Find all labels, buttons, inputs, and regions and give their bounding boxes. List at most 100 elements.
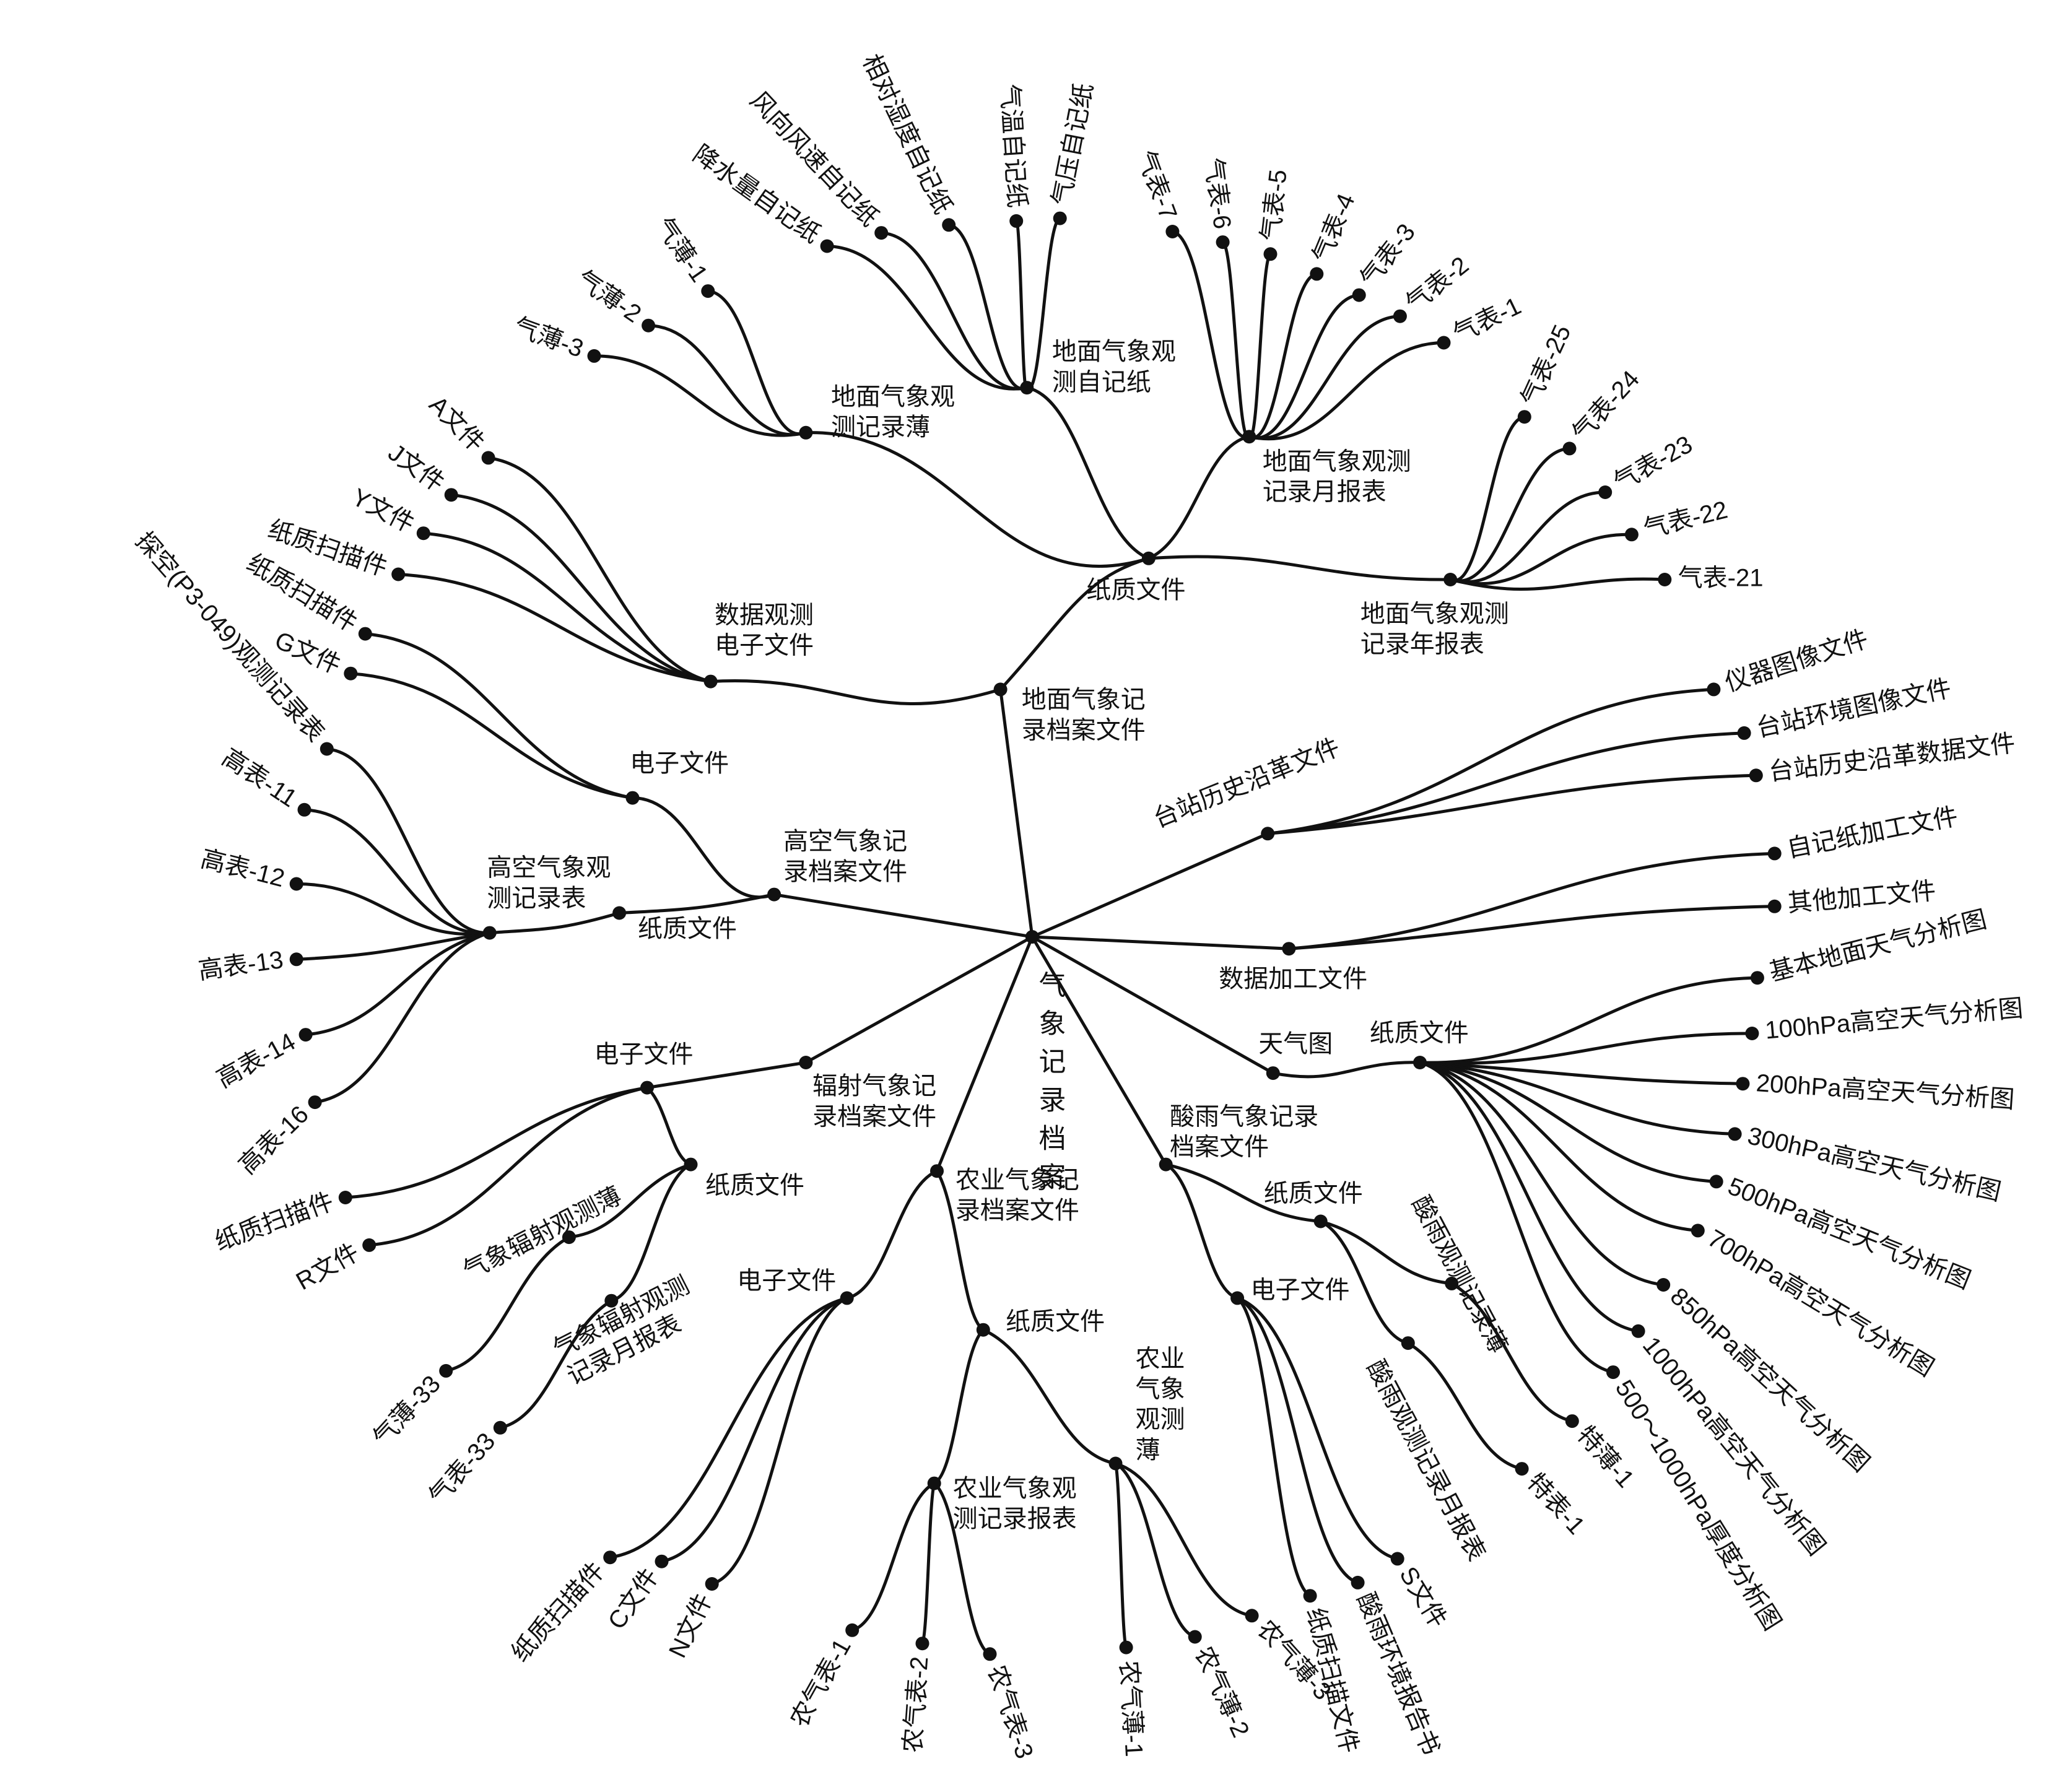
- root-label: 录: [1039, 1085, 1066, 1116]
- leaf-edge: [710, 1296, 849, 1586]
- leaf-label: 气表-22: [1641, 496, 1730, 543]
- leaf-label: 100hPa高空天气分析图: [1764, 994, 2024, 1044]
- leaf-dot: [1565, 1414, 1579, 1428]
- leaf-dot: [845, 1623, 860, 1637]
- leaf-dot: [1188, 1630, 1202, 1644]
- tree-edge: [933, 1328, 985, 1485]
- leaf-dot: [481, 451, 495, 465]
- leaf-edge: [1418, 1061, 1737, 1136]
- leaf-label: R文件: [292, 1238, 363, 1295]
- leaf-dot: [362, 1238, 377, 1252]
- leaf-dot: [308, 1095, 322, 1110]
- leaf-edge: [1406, 1341, 1524, 1471]
- nyb-label: 薄: [1136, 1437, 1160, 1464]
- leaf-dot: [1165, 225, 1180, 238]
- leaf-label: 基本地面天气分析图: [1767, 906, 1990, 986]
- leaf-dot: [642, 318, 656, 333]
- leaf-label: 高表-11: [217, 744, 302, 812]
- nbb-dot: [1443, 573, 1458, 586]
- sybb-dot: [1401, 1336, 1415, 1350]
- leaf-edge: [1450, 1282, 1574, 1423]
- leaf-edge: [295, 882, 492, 936]
- leaf-dot: [603, 1550, 617, 1565]
- leaf-dot: [1749, 768, 1763, 783]
- leaf-edge: [1418, 1061, 1700, 1232]
- tree-edge: [1030, 935, 1275, 1075]
- leaf-label: 相对湿度自记纸: [857, 50, 957, 218]
- root-label: 案: [1039, 1162, 1066, 1193]
- fsb2-dot: [604, 1294, 619, 1308]
- sjdz-label: 数据观测: [715, 601, 814, 628]
- nyb-label: 气象: [1136, 1376, 1185, 1403]
- nybb-label: 测记录报表: [953, 1505, 1077, 1533]
- leaf-edge: [450, 493, 713, 684]
- leaf-dot: [1656, 1278, 1671, 1292]
- leaf-label: 自记纸加工文件: [1785, 802, 1960, 863]
- leaf-edge: [1114, 1462, 1254, 1617]
- nyb-dot: [1108, 1456, 1123, 1471]
- leaf-dot: [915, 1637, 929, 1651]
- leaf-edge: [933, 1482, 991, 1656]
- jlb-dot: [799, 425, 813, 440]
- leaf-dot: [1351, 1575, 1365, 1589]
- leaf-edge: [1448, 490, 1607, 584]
- leaf-label: 仪器图像文件: [1722, 625, 1871, 697]
- leaf-label: 高表-12: [198, 845, 287, 893]
- leaf-label: 气表-7: [1131, 147, 1182, 224]
- tqzz-dot: [1413, 1056, 1427, 1069]
- tree-edge: [1147, 435, 1251, 560]
- leaf-edge: [660, 1296, 849, 1563]
- leaf-dot: [1310, 267, 1324, 281]
- leaf-edge: [1266, 731, 1746, 835]
- leaf-dot: [298, 1028, 313, 1042]
- tree-edge: [1164, 1163, 1323, 1223]
- leaf-label: 气温自记纸: [996, 83, 1031, 208]
- nbb-label: 记录年报表: [1360, 630, 1484, 658]
- leaf-edge: [646, 324, 807, 437]
- leaf-dot: [1707, 682, 1721, 697]
- tree-edge: [804, 431, 1151, 568]
- nydz-dot: [840, 1291, 854, 1305]
- fsjl-label: 录档案文件: [812, 1103, 936, 1130]
- nyzz-label: 纸质文件: [1006, 1308, 1105, 1336]
- zjz-label: 测自记纸: [1052, 368, 1151, 396]
- gkjl-dot: [767, 887, 781, 902]
- leaf-edge: [363, 632, 634, 800]
- leaf-dot: [1303, 1589, 1317, 1603]
- leaf-label: 台站历史沿革数据文件: [1767, 729, 2016, 786]
- leaf-edge: [947, 223, 1029, 391]
- leaf-dot: [942, 218, 956, 232]
- zzwj-dot: [1141, 551, 1156, 565]
- zjz-label: 地面气象观: [1052, 338, 1176, 365]
- sjjg-label: 数据加工文件: [1219, 965, 1367, 993]
- dmjl-label: 录档案文件: [1022, 716, 1146, 744]
- leaf-dot: [701, 284, 715, 298]
- tree-edge: [804, 935, 1034, 1064]
- sjjg-dot: [1282, 942, 1296, 956]
- jlb-label: 地面气象观: [831, 383, 955, 411]
- ybb-label: 记录月报表: [1263, 479, 1386, 506]
- tree-edge: [772, 893, 1034, 939]
- leaf-edge: [487, 456, 713, 684]
- sydz-dot: [1230, 1291, 1245, 1305]
- leaf-label: 高表-13: [197, 946, 285, 985]
- leaf-label: 纸质扫描件: [507, 1557, 610, 1667]
- leaf-edge: [1418, 1061, 1640, 1333]
- leaf-dot: [1393, 309, 1407, 323]
- leaf-edge: [1418, 976, 1759, 1064]
- gkdz-label: 电子文件: [630, 750, 729, 777]
- leaf-label: G文件: [271, 627, 344, 679]
- leaf-edge: [304, 931, 492, 1037]
- leaf-edge: [850, 1482, 936, 1632]
- leaf-label: 其他加工文件: [1787, 877, 1937, 918]
- nyjl-label: 农业气象记: [955, 1167, 1079, 1194]
- tree-edge: [645, 1061, 807, 1090]
- leaf-dot: [358, 627, 372, 641]
- syzz-dot: [1313, 1214, 1328, 1228]
- tqt-label: 天气图: [1258, 1030, 1333, 1058]
- tree-edge: [617, 893, 776, 915]
- sy-dot: [1159, 1157, 1173, 1172]
- leaf-edge: [1418, 1061, 1665, 1287]
- leaf-edge: [1418, 1061, 1718, 1183]
- tree-edge: [935, 935, 1034, 1173]
